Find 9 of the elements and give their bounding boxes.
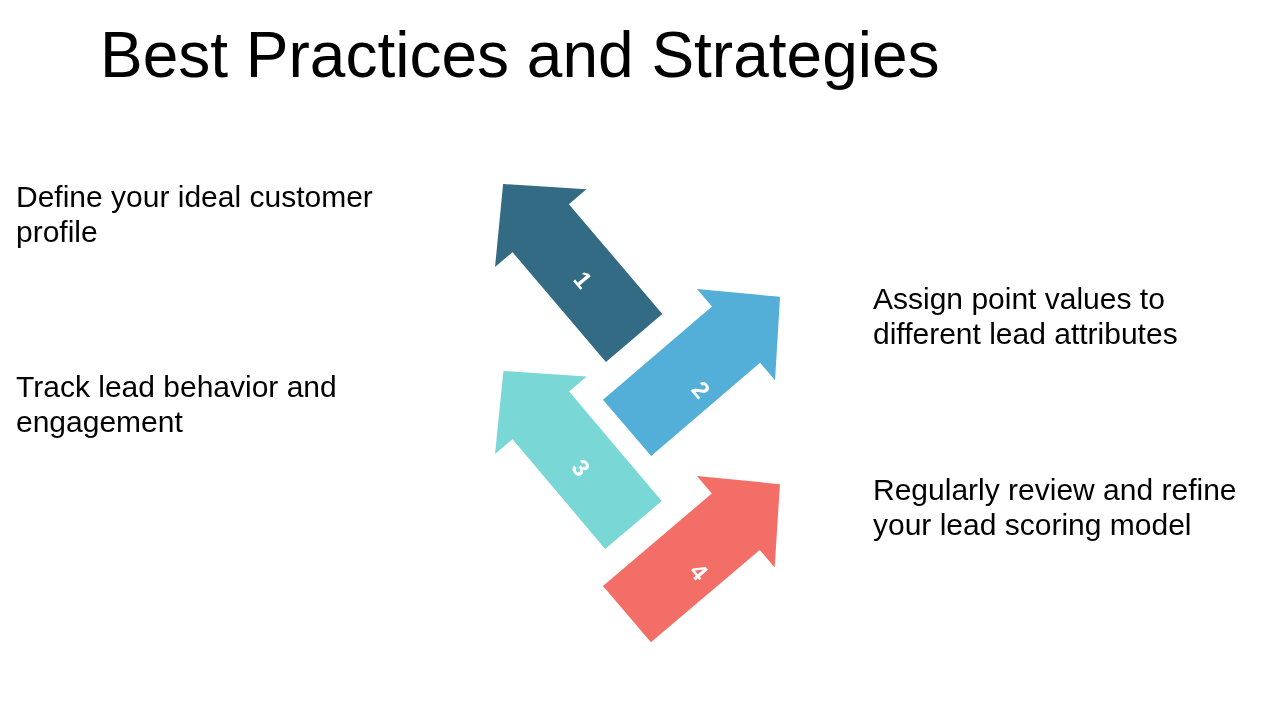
step-number: 3 [567, 455, 595, 481]
step-number: 4 [685, 559, 713, 585]
step-description: Define your ideal customer profile [16, 179, 374, 249]
step-number: 1 [569, 267, 597, 293]
step-description: Assign point values to different lead attributes [873, 281, 1179, 351]
step-description: Regularly review and refine your lead scoring model [873, 472, 1238, 542]
step-description: Track lead behavior and engagement [16, 369, 338, 439]
step-number: 2 [687, 377, 715, 403]
slide-title: Best Practices and Strategies [100, 18, 940, 93]
